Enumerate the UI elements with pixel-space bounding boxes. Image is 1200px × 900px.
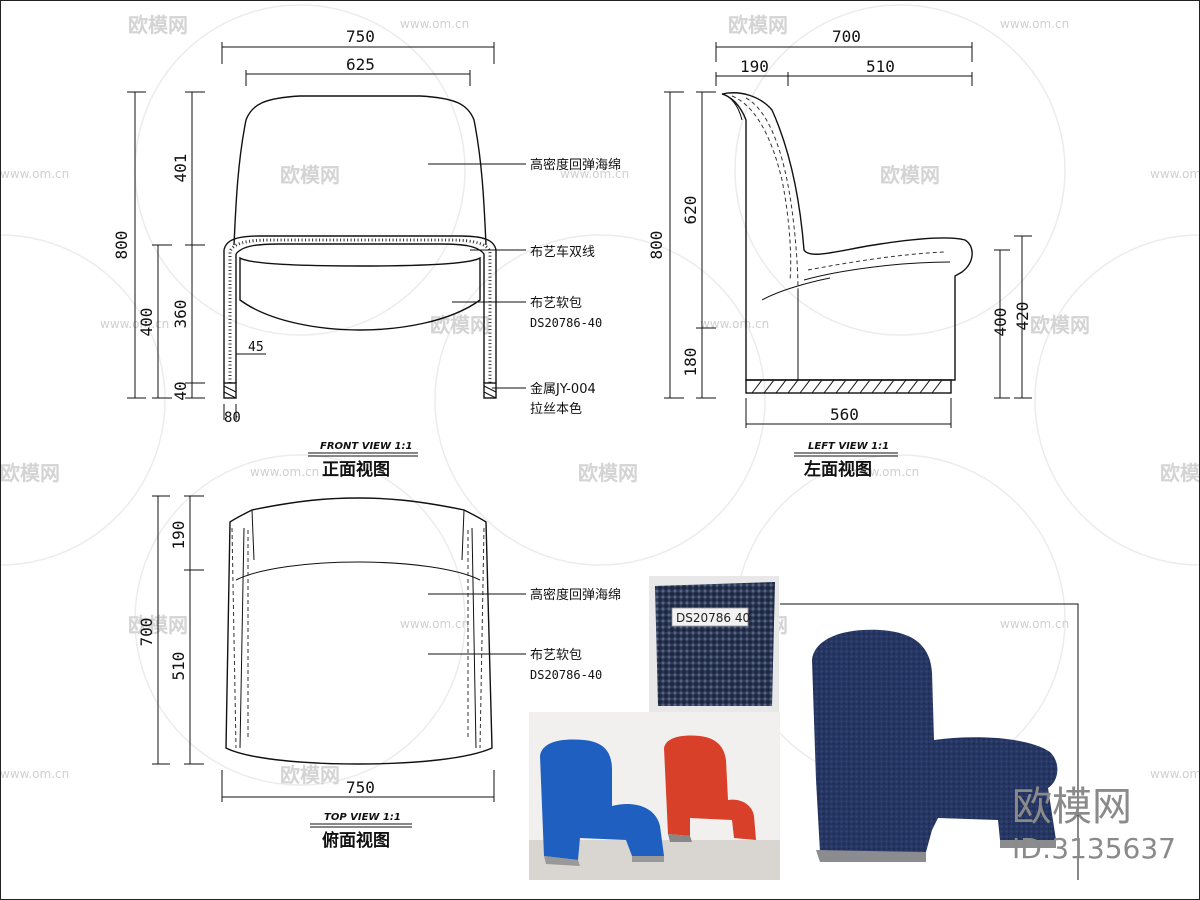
svg-text:www.om.cn: www.om.cn <box>560 167 629 181</box>
svg-text:420: 420 <box>1013 302 1032 331</box>
svg-text:www.om.cn: www.om.cn <box>250 465 319 479</box>
fabric-swatch-photo: DS20786 40 <box>649 576 779 712</box>
svg-text:www.om.cn: www.om.cn <box>700 317 769 331</box>
site-watermark-id: ID:3135637 <box>1012 832 1176 865</box>
svg-text:510: 510 <box>169 652 188 681</box>
svg-text:欧模网: 欧模网 <box>128 13 188 37</box>
svg-text:40: 40 <box>171 381 190 400</box>
front-dim-height: 800 401 360 40 400 <box>112 91 205 401</box>
svg-text:www.om.cn: www.om.cn <box>400 617 469 631</box>
svg-text:布艺车双线: 布艺车双线 <box>530 244 595 260</box>
svg-text:欧模网: 欧模网 <box>880 163 940 187</box>
svg-text:www.om.cn: www.om.cn <box>1000 17 1069 31</box>
svg-text:金属JY-004: 金属JY-004 <box>530 381 596 397</box>
top-callouts: 高密度回弹海绵 布艺软包 DS20786-40 <box>428 587 621 682</box>
front-callouts: 高密度回弹海绵 布艺车双线 布艺软包 DS20786-40 金属JY-004 拉… <box>428 157 621 417</box>
svg-text:80: 80 <box>224 410 241 426</box>
front-view: 750 625 800 401 360 40 400 <box>112 27 621 480</box>
svg-text:620: 620 <box>681 196 700 225</box>
svg-text:800: 800 <box>112 231 131 260</box>
left-view-title: LEFT VIEW 1:1 左面视图 <box>794 441 898 480</box>
svg-text:360: 360 <box>171 300 190 329</box>
top-dim-depth: 700 190 510 <box>137 495 204 765</box>
svg-text:俯面视图: 俯面视图 <box>322 830 390 851</box>
front-view-title: FRONT VIEW 1:1 正面视图 <box>308 441 418 480</box>
svg-text:400: 400 <box>137 308 156 337</box>
svg-text:www.om.cn: www.om.cn <box>1150 767 1200 781</box>
svg-text:www.om.cn: www.om.cn <box>0 767 69 781</box>
svg-text:800: 800 <box>647 231 666 260</box>
svg-text:FRONT VIEW 1:1: FRONT VIEW 1:1 <box>320 441 412 452</box>
svg-text:560: 560 <box>830 405 859 424</box>
svg-text:180: 180 <box>681 348 700 377</box>
svg-text:高密度回弹海绵: 高密度回弹海绵 <box>530 157 621 173</box>
top-view-title: TOP VIEW 1:1 俯面视图 <box>310 812 412 851</box>
svg-text:欧模网: 欧模网 <box>578 461 638 485</box>
svg-text:www.om.cn: www.om.cn <box>850 465 919 479</box>
svg-text:欧模网: 欧模网 <box>1030 313 1090 337</box>
svg-text:高密度回弹海绵: 高密度回弹海绵 <box>530 587 621 603</box>
photo-frame <box>780 603 1079 880</box>
top-chair-outline: 750 <box>221 497 495 802</box>
svg-text:布艺软包: 布艺软包 <box>530 296 582 311</box>
top-view: 700 190 510 750 高密度回弹海绵 布艺软包 DS20786-40 <box>137 495 621 851</box>
svg-text:DS20786-40: DS20786-40 <box>530 668 602 682</box>
left-dim-depth: 700 190 510 <box>715 27 973 86</box>
left-chair-outline: 560 <box>721 92 973 428</box>
svg-text:拉丝本色: 拉丝本色 <box>530 401 582 417</box>
svg-text:700: 700 <box>832 27 861 46</box>
left-view: 700 190 510 800 620 180 400 4 <box>647 27 1032 480</box>
svg-text:625: 625 <box>346 55 375 74</box>
svg-text:LEFT VIEW 1:1: LEFT VIEW 1:1 <box>808 441 889 452</box>
svg-text:401: 401 <box>171 154 190 183</box>
svg-text:欧模网: 欧模网 <box>280 763 340 787</box>
front-dim-width: 750 625 <box>221 27 495 86</box>
svg-text:欧模网: 欧模网 <box>1160 461 1200 485</box>
svg-text:45: 45 <box>248 340 264 355</box>
svg-text:欧模网: 欧模网 <box>728 13 788 37</box>
svg-text:DS20786-40: DS20786-40 <box>530 316 602 330</box>
svg-text:布艺软包: 布艺软包 <box>530 648 582 663</box>
left-dim-height: 800 620 180 400 420 <box>647 91 1032 399</box>
svg-text:750: 750 <box>346 27 375 46</box>
svg-text:欧模网: 欧模网 <box>430 313 490 337</box>
svg-text:750: 750 <box>346 778 375 797</box>
svg-text:欧模网: 欧模网 <box>0 461 60 485</box>
svg-text:190: 190 <box>740 57 769 76</box>
blue-red-chairs-photo <box>529 712 780 880</box>
svg-text:正面视图: 正面视图 <box>322 459 390 480</box>
svg-text:510: 510 <box>866 57 895 76</box>
svg-text:DS20786 40: DS20786 40 <box>676 611 750 625</box>
svg-text:欧模网: 欧模网 <box>280 163 340 187</box>
svg-text:www.om.cn: www.om.cn <box>400 17 469 31</box>
svg-text:TOP VIEW 1:1: TOP VIEW 1:1 <box>324 812 401 823</box>
svg-text:www.om.cn: www.om.cn <box>0 167 69 181</box>
svg-text:左面视图: 左面视图 <box>804 459 872 480</box>
svg-text:190: 190 <box>169 521 188 550</box>
svg-text:www.om.cn: www.om.cn <box>1000 617 1069 631</box>
svg-text:www.om.cn: www.om.cn <box>1150 167 1200 181</box>
navy-chair-photo <box>812 629 1058 862</box>
site-watermark-logo: 欧模网 <box>1012 784 1132 830</box>
front-chair-outline: 45 80 <box>223 95 497 426</box>
svg-text:400: 400 <box>991 308 1010 337</box>
svg-text:700: 700 <box>137 618 156 647</box>
